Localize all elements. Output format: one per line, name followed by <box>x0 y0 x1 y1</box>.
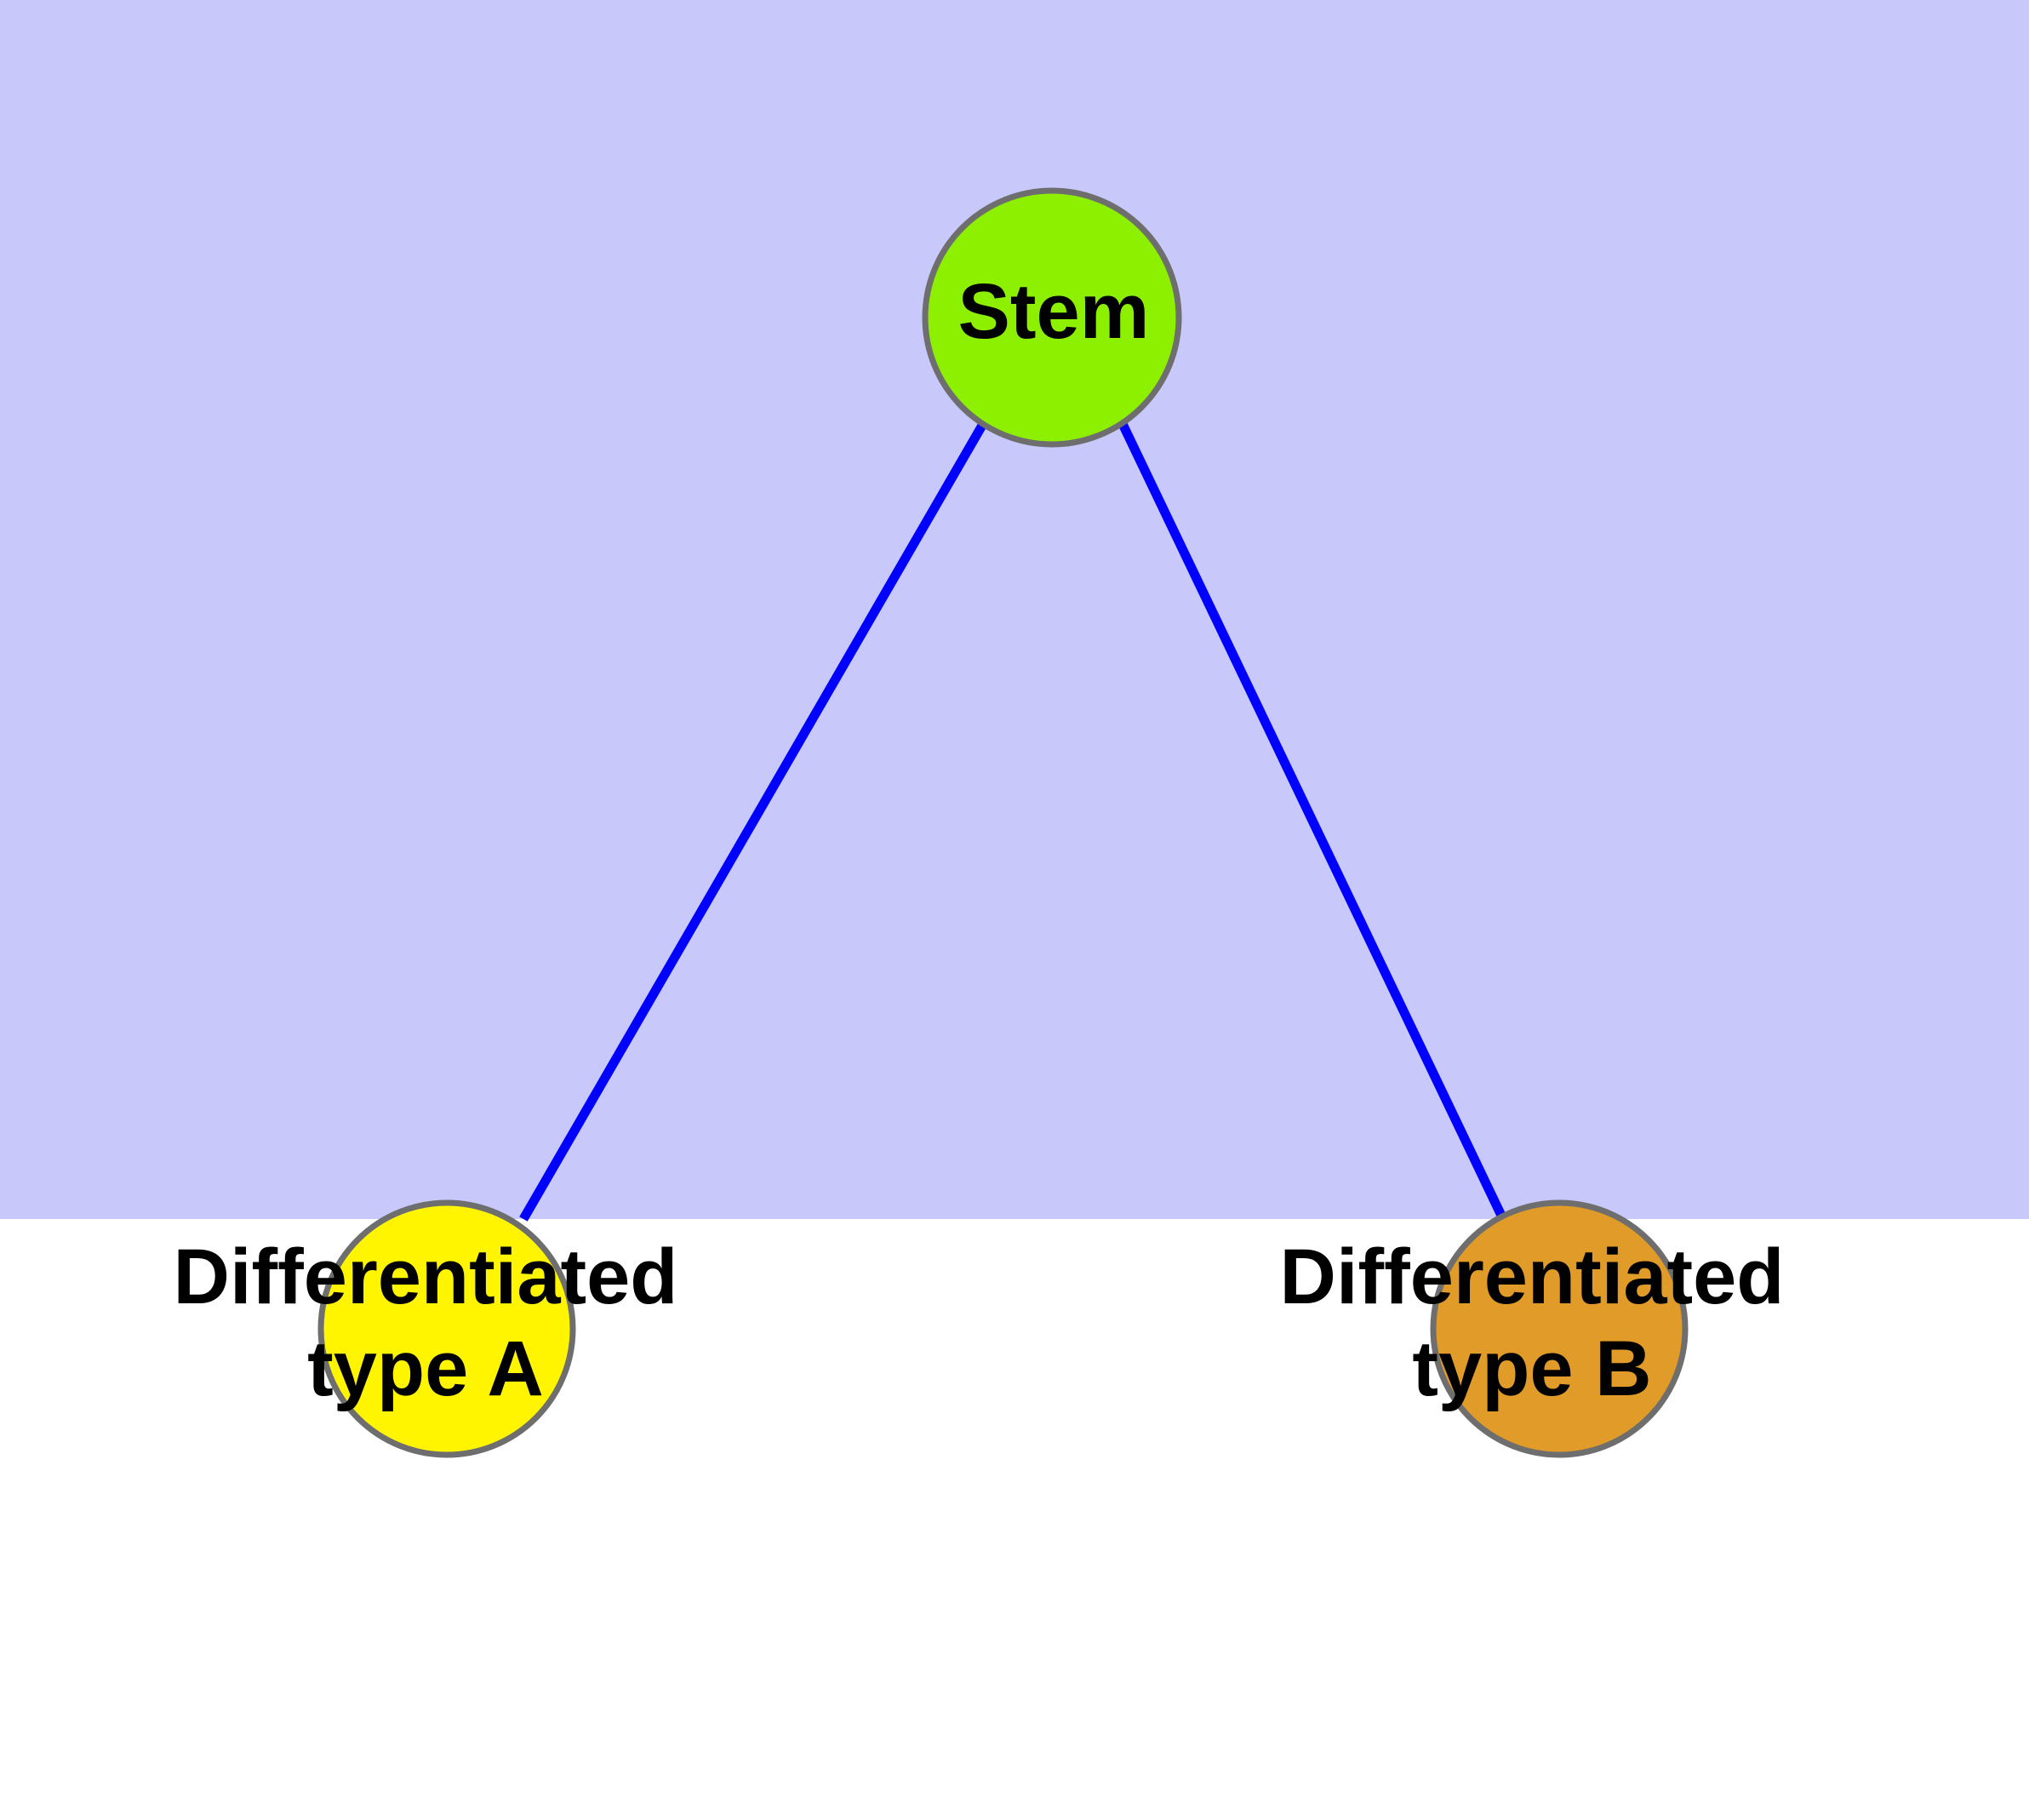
edge-stem-to-diff_b[interactable] <box>1118 421 1507 1222</box>
node-diff_b[interactable] <box>1430 1199 1689 1458</box>
edges-layer <box>519 421 1507 1222</box>
edge-stem-to-diff_a[interactable] <box>519 421 987 1222</box>
node-diff_a[interactable] <box>317 1199 576 1458</box>
canvas-background <box>0 0 2029 1219</box>
node-label-stem: Stem <box>958 268 1150 355</box>
nodes-layer <box>317 187 1689 1458</box>
node-label-line: type B <box>1412 1325 1651 1412</box>
node-stem[interactable] <box>922 187 1182 448</box>
node-label-line: Stem <box>958 268 1150 355</box>
node-label-line: Differentiated <box>1280 1233 1785 1320</box>
node-label-line: type A <box>307 1325 544 1412</box>
node-label-line: Differentiated <box>174 1233 678 1320</box>
